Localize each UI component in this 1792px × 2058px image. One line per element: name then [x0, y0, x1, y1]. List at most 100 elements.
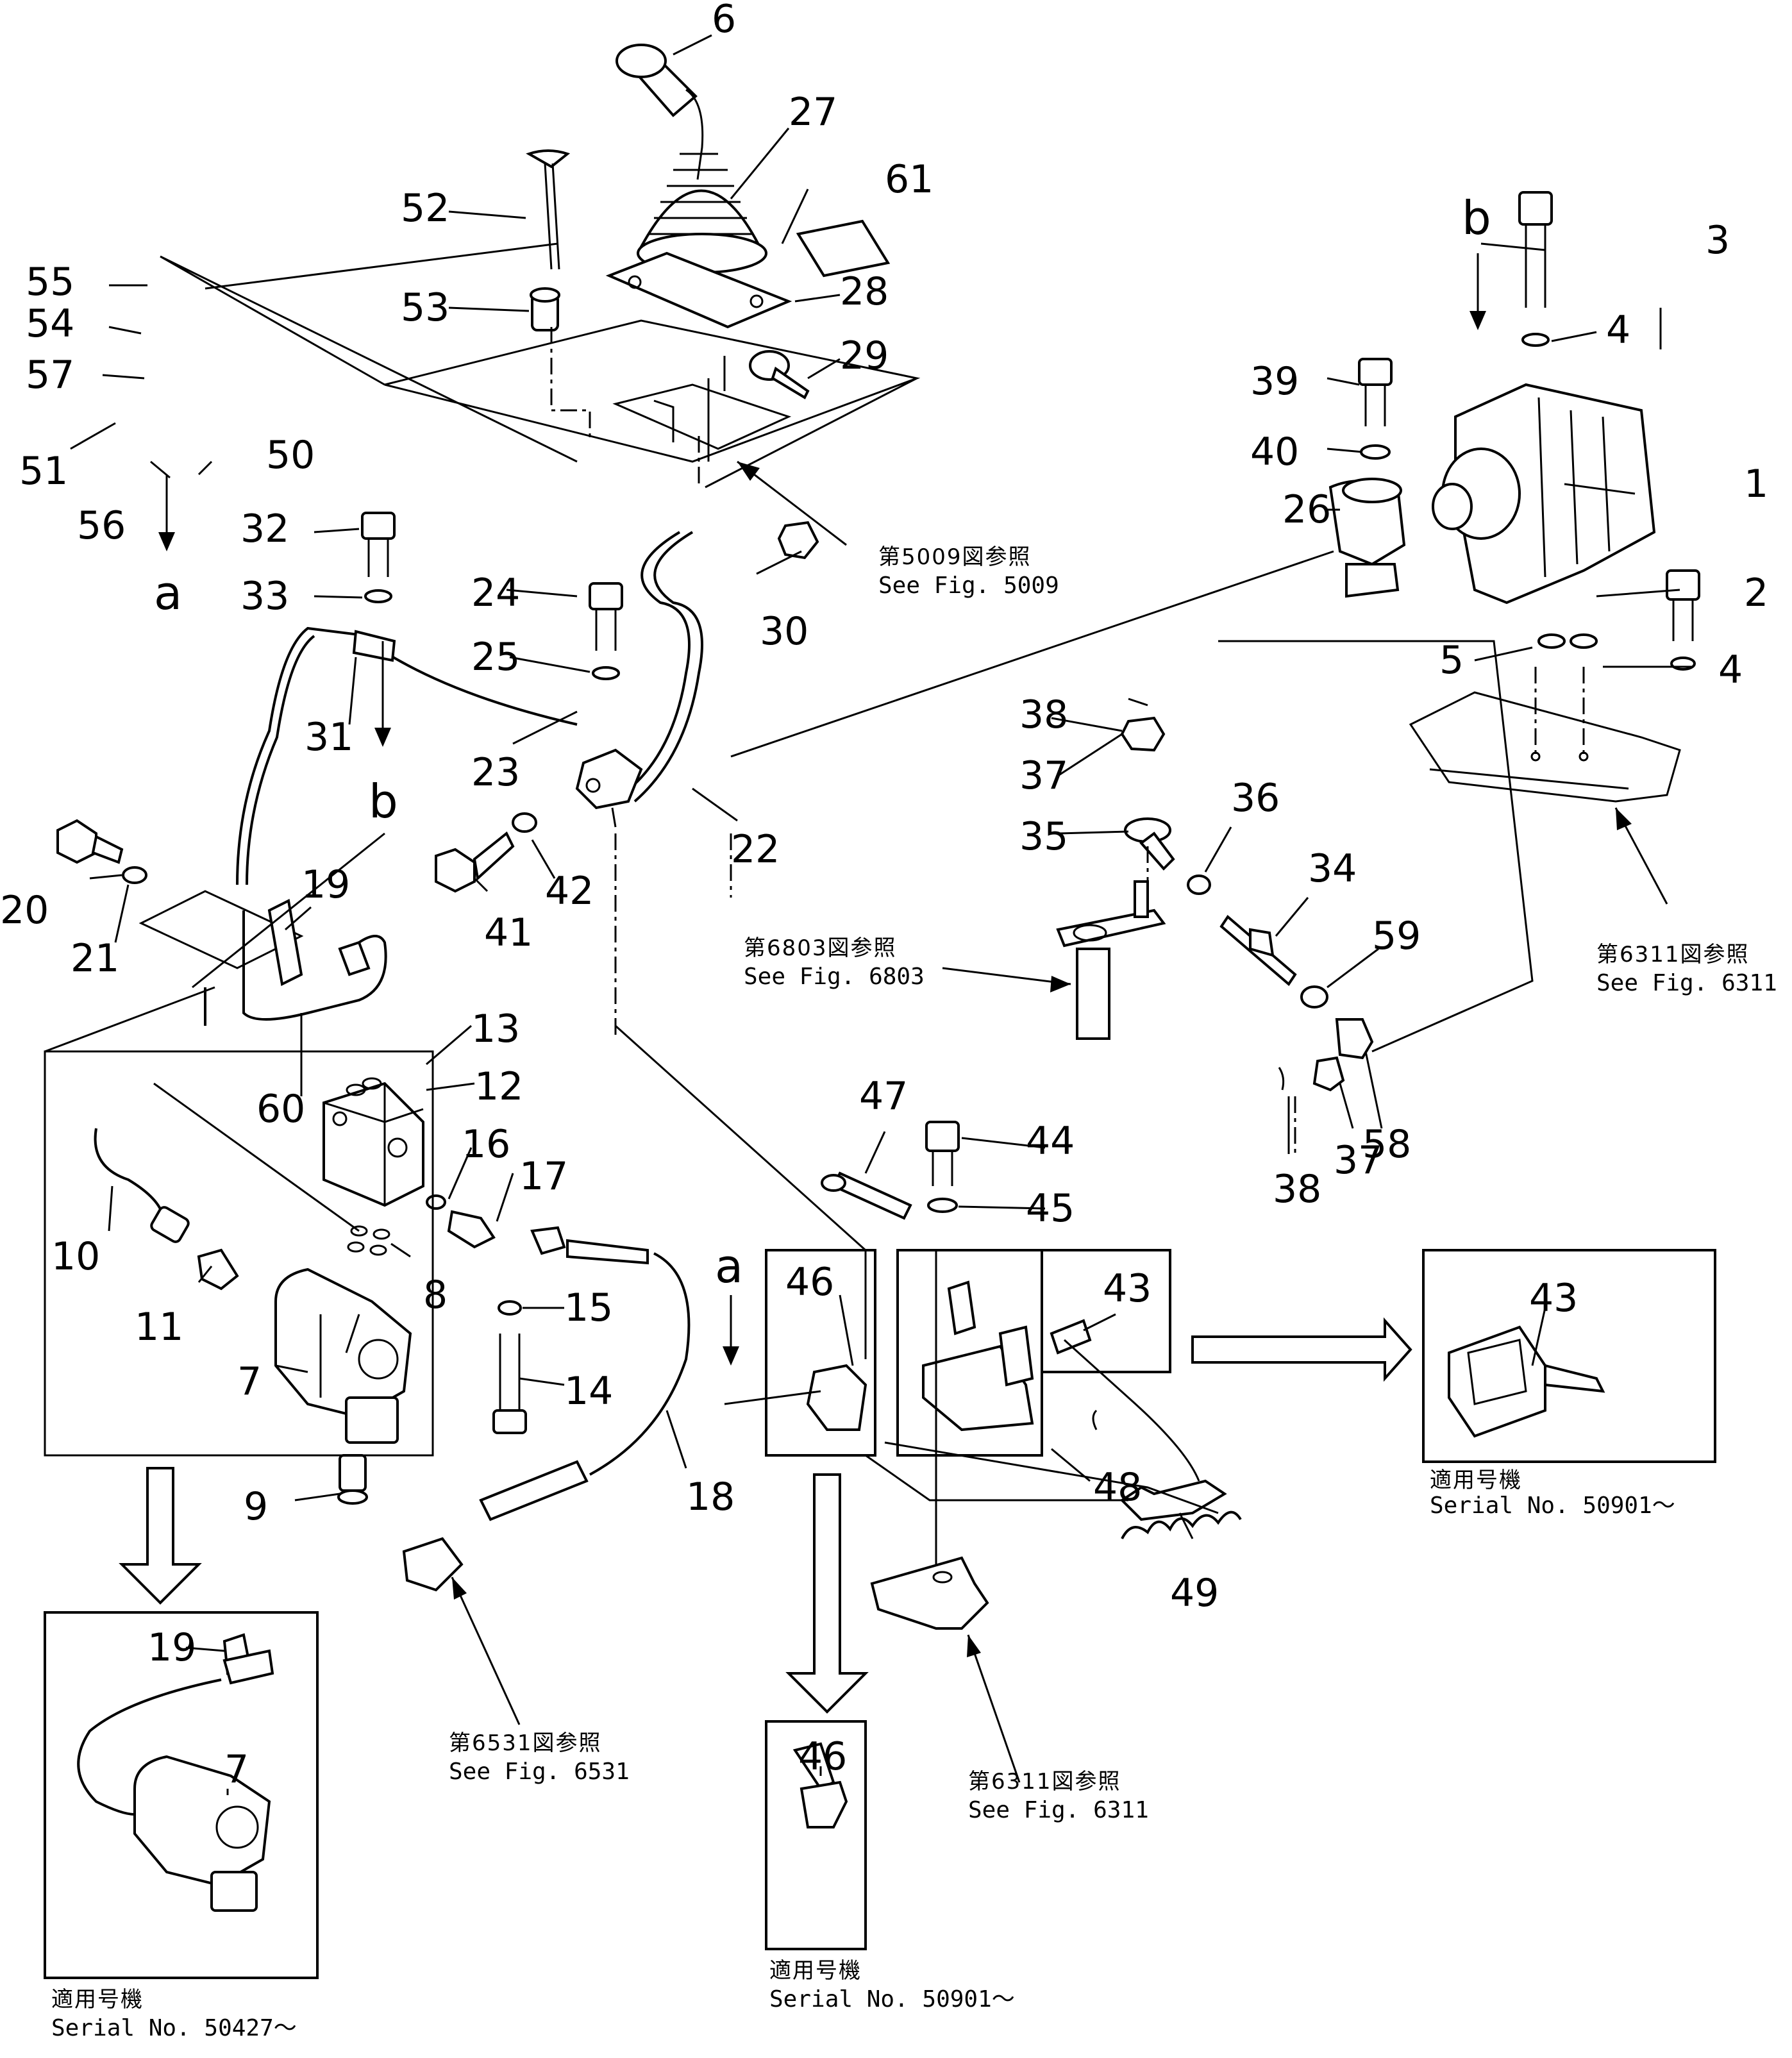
label-13: 13 [471, 1007, 520, 1051]
link-rod-assembly [1120, 698, 1374, 1092]
lever-assembly-lower [806, 1121, 1227, 1630]
label-9: 9 [244, 1484, 268, 1529]
label-22: 22 [731, 827, 780, 872]
hose-18 [402, 1239, 691, 1592]
label-53: 53 [401, 285, 449, 330]
label-46b: 46 [798, 1734, 847, 1779]
label-48: 48 [1093, 1465, 1142, 1510]
label-18: 18 [686, 1475, 735, 1519]
label-56: 56 [77, 503, 126, 548]
label-60: 60 [256, 1087, 305, 1132]
label-54: 54 [26, 301, 74, 346]
frames [44, 255, 1716, 1979]
label-45: 45 [1026, 1186, 1075, 1231]
label-5: 5 [1439, 638, 1464, 683]
label-38: 38 [1019, 692, 1068, 737]
ref-5009-en: See Fig. 5009 [878, 573, 1059, 599]
ref-6531-en: See Fig. 6531 [449, 1759, 630, 1785]
detail-43-bracket [1448, 1325, 1605, 1438]
label-33: 33 [240, 574, 289, 619]
label-19b: 19 [147, 1625, 196, 1670]
label-25: 25 [471, 635, 520, 680]
shaft-6803 [1056, 880, 1166, 1040]
cable-22 [621, 531, 703, 803]
label-6: 6 [712, 0, 736, 42]
label-34: 34 [1308, 846, 1357, 891]
label-42: 42 [545, 869, 594, 914]
label-2: 2 [1744, 571, 1768, 615]
hollow-arrows [119, 1317, 1412, 1714]
label-58: 58 [1362, 1122, 1411, 1167]
rod-52 [526, 149, 571, 331]
bolt-24 [589, 582, 623, 680]
ref-5009-ja: 第5009図参照 [878, 544, 1032, 570]
label-39: 39 [1250, 359, 1299, 404]
label-43b: 43 [1529, 1276, 1578, 1321]
valve-block-12 [322, 1077, 424, 1256]
view-letter-b-right: b [1462, 191, 1491, 245]
label-16: 16 [462, 1122, 510, 1167]
label-11: 11 [135, 1305, 183, 1350]
label-12: 12 [474, 1064, 523, 1109]
ref-6311-lower-en: See Fig. 6311 [968, 1797, 1149, 1823]
ref-6803-ja: 第6803図参照 [744, 935, 897, 961]
label-15: 15 [564, 1285, 613, 1330]
ref-6311-upper-en: See Fig. 6311 [1596, 970, 1777, 996]
label-55: 55 [26, 260, 74, 305]
label-61: 61 [885, 157, 934, 202]
nut-30 [777, 521, 819, 560]
bolt-20 [56, 819, 147, 884]
label-30: 30 [760, 609, 808, 654]
label-43: 43 [1103, 1266, 1151, 1311]
label-35: 35 [1019, 814, 1068, 859]
fitting-17 [426, 1194, 566, 1255]
serial-note-43-ja: 適用号機 [1430, 1468, 1522, 1493]
ref-6311-upper-ja: 第6311図参照 [1596, 942, 1750, 967]
label-17: 17 [519, 1154, 568, 1199]
label-7: 7 [237, 1359, 262, 1404]
ref-6531-ja: 第6531図参照 [449, 1730, 602, 1756]
label-47: 47 [859, 1074, 908, 1119]
label-10: 10 [51, 1234, 100, 1279]
serial-note-46-ja: 適用号機 [769, 1958, 862, 1984]
label-14: 14 [564, 1369, 613, 1414]
label-59: 59 [1372, 914, 1421, 958]
label-23: 23 [471, 750, 520, 795]
bolt-29 [749, 350, 810, 399]
bolt-14 [492, 1300, 527, 1434]
detail-7-19 [77, 1633, 274, 1912]
label-19: 19 [301, 862, 350, 907]
harness-31 [236, 512, 578, 885]
label-37b: 37 [1334, 1138, 1382, 1183]
floor-plate [384, 319, 921, 487]
serial-note-46-en: Serial No. 50901～ [769, 1986, 1015, 2012]
label-49: 49 [1170, 1571, 1219, 1616]
view-letter-b-left: b [369, 774, 398, 828]
label-4b: 4 [1718, 648, 1743, 692]
label-29: 29 [840, 333, 889, 378]
ref-6803-en: See Fig. 6803 [744, 964, 925, 990]
label-8: 8 [423, 1273, 448, 1318]
valve-26 [1328, 358, 1406, 598]
view-letter-a-top: a [154, 566, 182, 620]
serial-notes: 適用号機 Serial No. 50901～ 適用号機 Serial No. 5… [51, 1468, 1675, 2041]
detail-46-lever [792, 1742, 848, 1828]
label-20: 20 [0, 888, 49, 933]
decal-61 [796, 219, 891, 278]
spring-49 [1121, 1510, 1242, 1539]
label-21: 21 [71, 936, 119, 981]
control-lever-assembly [605, 44, 792, 329]
view-letter-a-lower: a [715, 1239, 743, 1293]
label-40: 40 [1250, 430, 1299, 474]
view-letter-labels: a a b b [154, 191, 1491, 1293]
base-plate-upper [1409, 691, 1681, 803]
label-52: 52 [401, 186, 449, 231]
label-1: 1 [1744, 462, 1768, 506]
label-26: 26 [1282, 487, 1331, 532]
label-27: 27 [789, 90, 837, 135]
label-28: 28 [840, 269, 889, 314]
label-57: 57 [26, 353, 74, 397]
serial-note-43-en: Serial No. 50901～ [1430, 1493, 1675, 1519]
label-3: 3 [1705, 218, 1730, 263]
